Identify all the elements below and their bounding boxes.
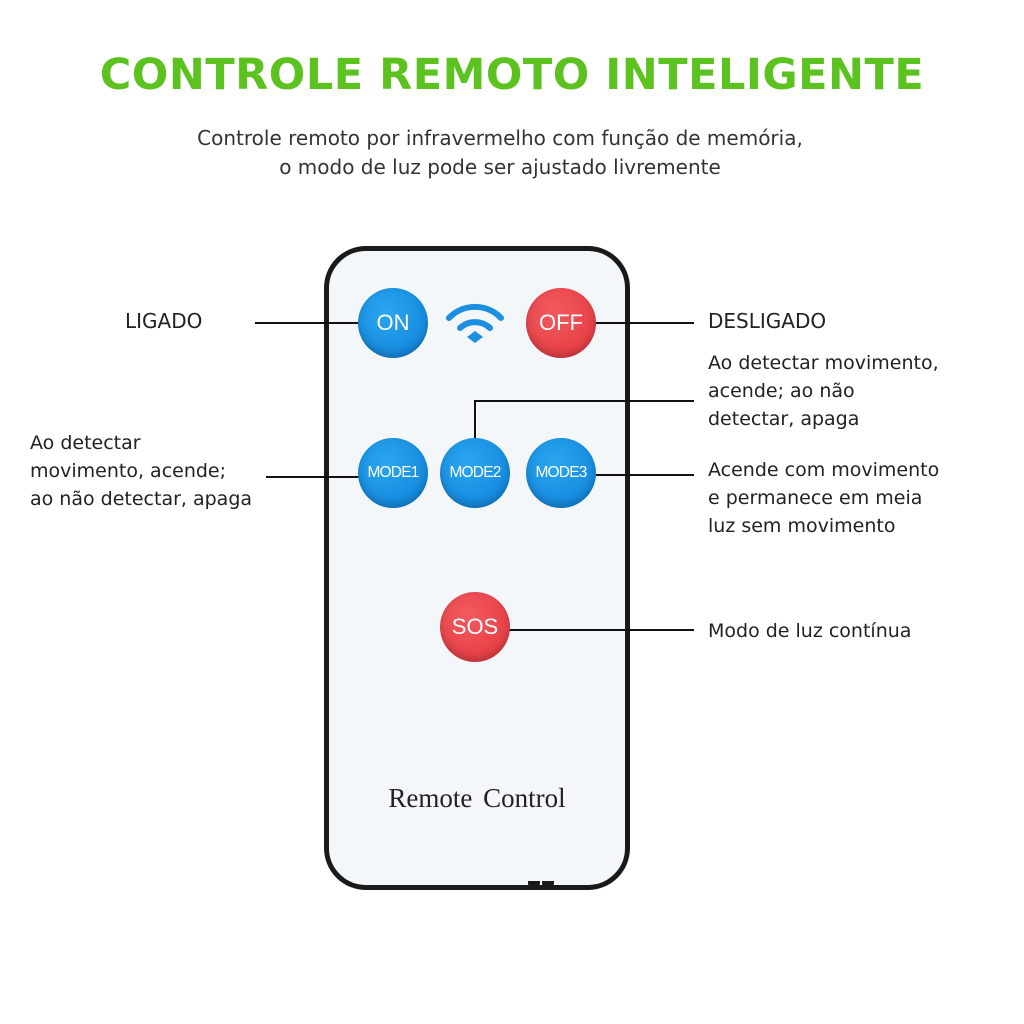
off-button[interactable]: OFF <box>526 288 596 358</box>
label-sos: Modo de luz contínua <box>708 620 912 642</box>
remote-nub <box>542 881 554 889</box>
label-line: e permanece em meia <box>708 487 923 509</box>
label-line: Ao detectar <box>30 432 141 454</box>
connector-line <box>590 474 694 476</box>
label-line: Ao detectar movimento, <box>708 352 939 374</box>
remote-nub <box>528 881 540 889</box>
on-button[interactable]: ON <box>358 288 428 358</box>
label-line: detectar, apaga <box>708 408 860 430</box>
mode1-button[interactable]: MODE1 <box>358 438 428 508</box>
label-line: acende; ao não <box>708 380 855 402</box>
connector-line <box>266 476 366 478</box>
label-ligado: LIGADO <box>125 309 203 333</box>
connector-line <box>474 400 476 440</box>
remote-brand-text: Remote Control <box>388 783 566 813</box>
page-title: CONTROLE REMOTO INTELIGENTE <box>99 50 925 100</box>
mode2-button[interactable]: MODE2 <box>440 438 510 508</box>
label-desligado: DESLIGADO <box>708 309 827 333</box>
sos-button[interactable]: SOS <box>440 592 510 662</box>
wifi-signal-icon <box>446 303 504 343</box>
subtitle-line-2: o modo de luz pode ser ajustado livremen… <box>279 155 721 179</box>
label-mode3: Acende com movimento e permanece em meia… <box>708 456 939 540</box>
subtitle-line-1: Controle remoto por infravermelho com fu… <box>197 126 803 150</box>
connector-line <box>590 322 694 324</box>
label-line: movimento, acende; <box>30 460 227 482</box>
label-line: ao não detectar, apaga <box>30 488 253 510</box>
label-mode2: Ao detectar movimento, acende; ao não de… <box>708 349 939 433</box>
label-mode1: Ao detectar movimento, acende; ao não de… <box>30 429 252 513</box>
mode3-button[interactable]: MODE3 <box>526 438 596 508</box>
label-line: Acende com movimento <box>708 459 940 481</box>
connector-line <box>474 400 694 402</box>
connector-line <box>255 322 365 324</box>
subtitle: Controle remoto por infravermelho com fu… <box>0 124 1000 182</box>
connector-line <box>505 629 694 631</box>
label-line: luz sem movimento <box>708 515 896 537</box>
